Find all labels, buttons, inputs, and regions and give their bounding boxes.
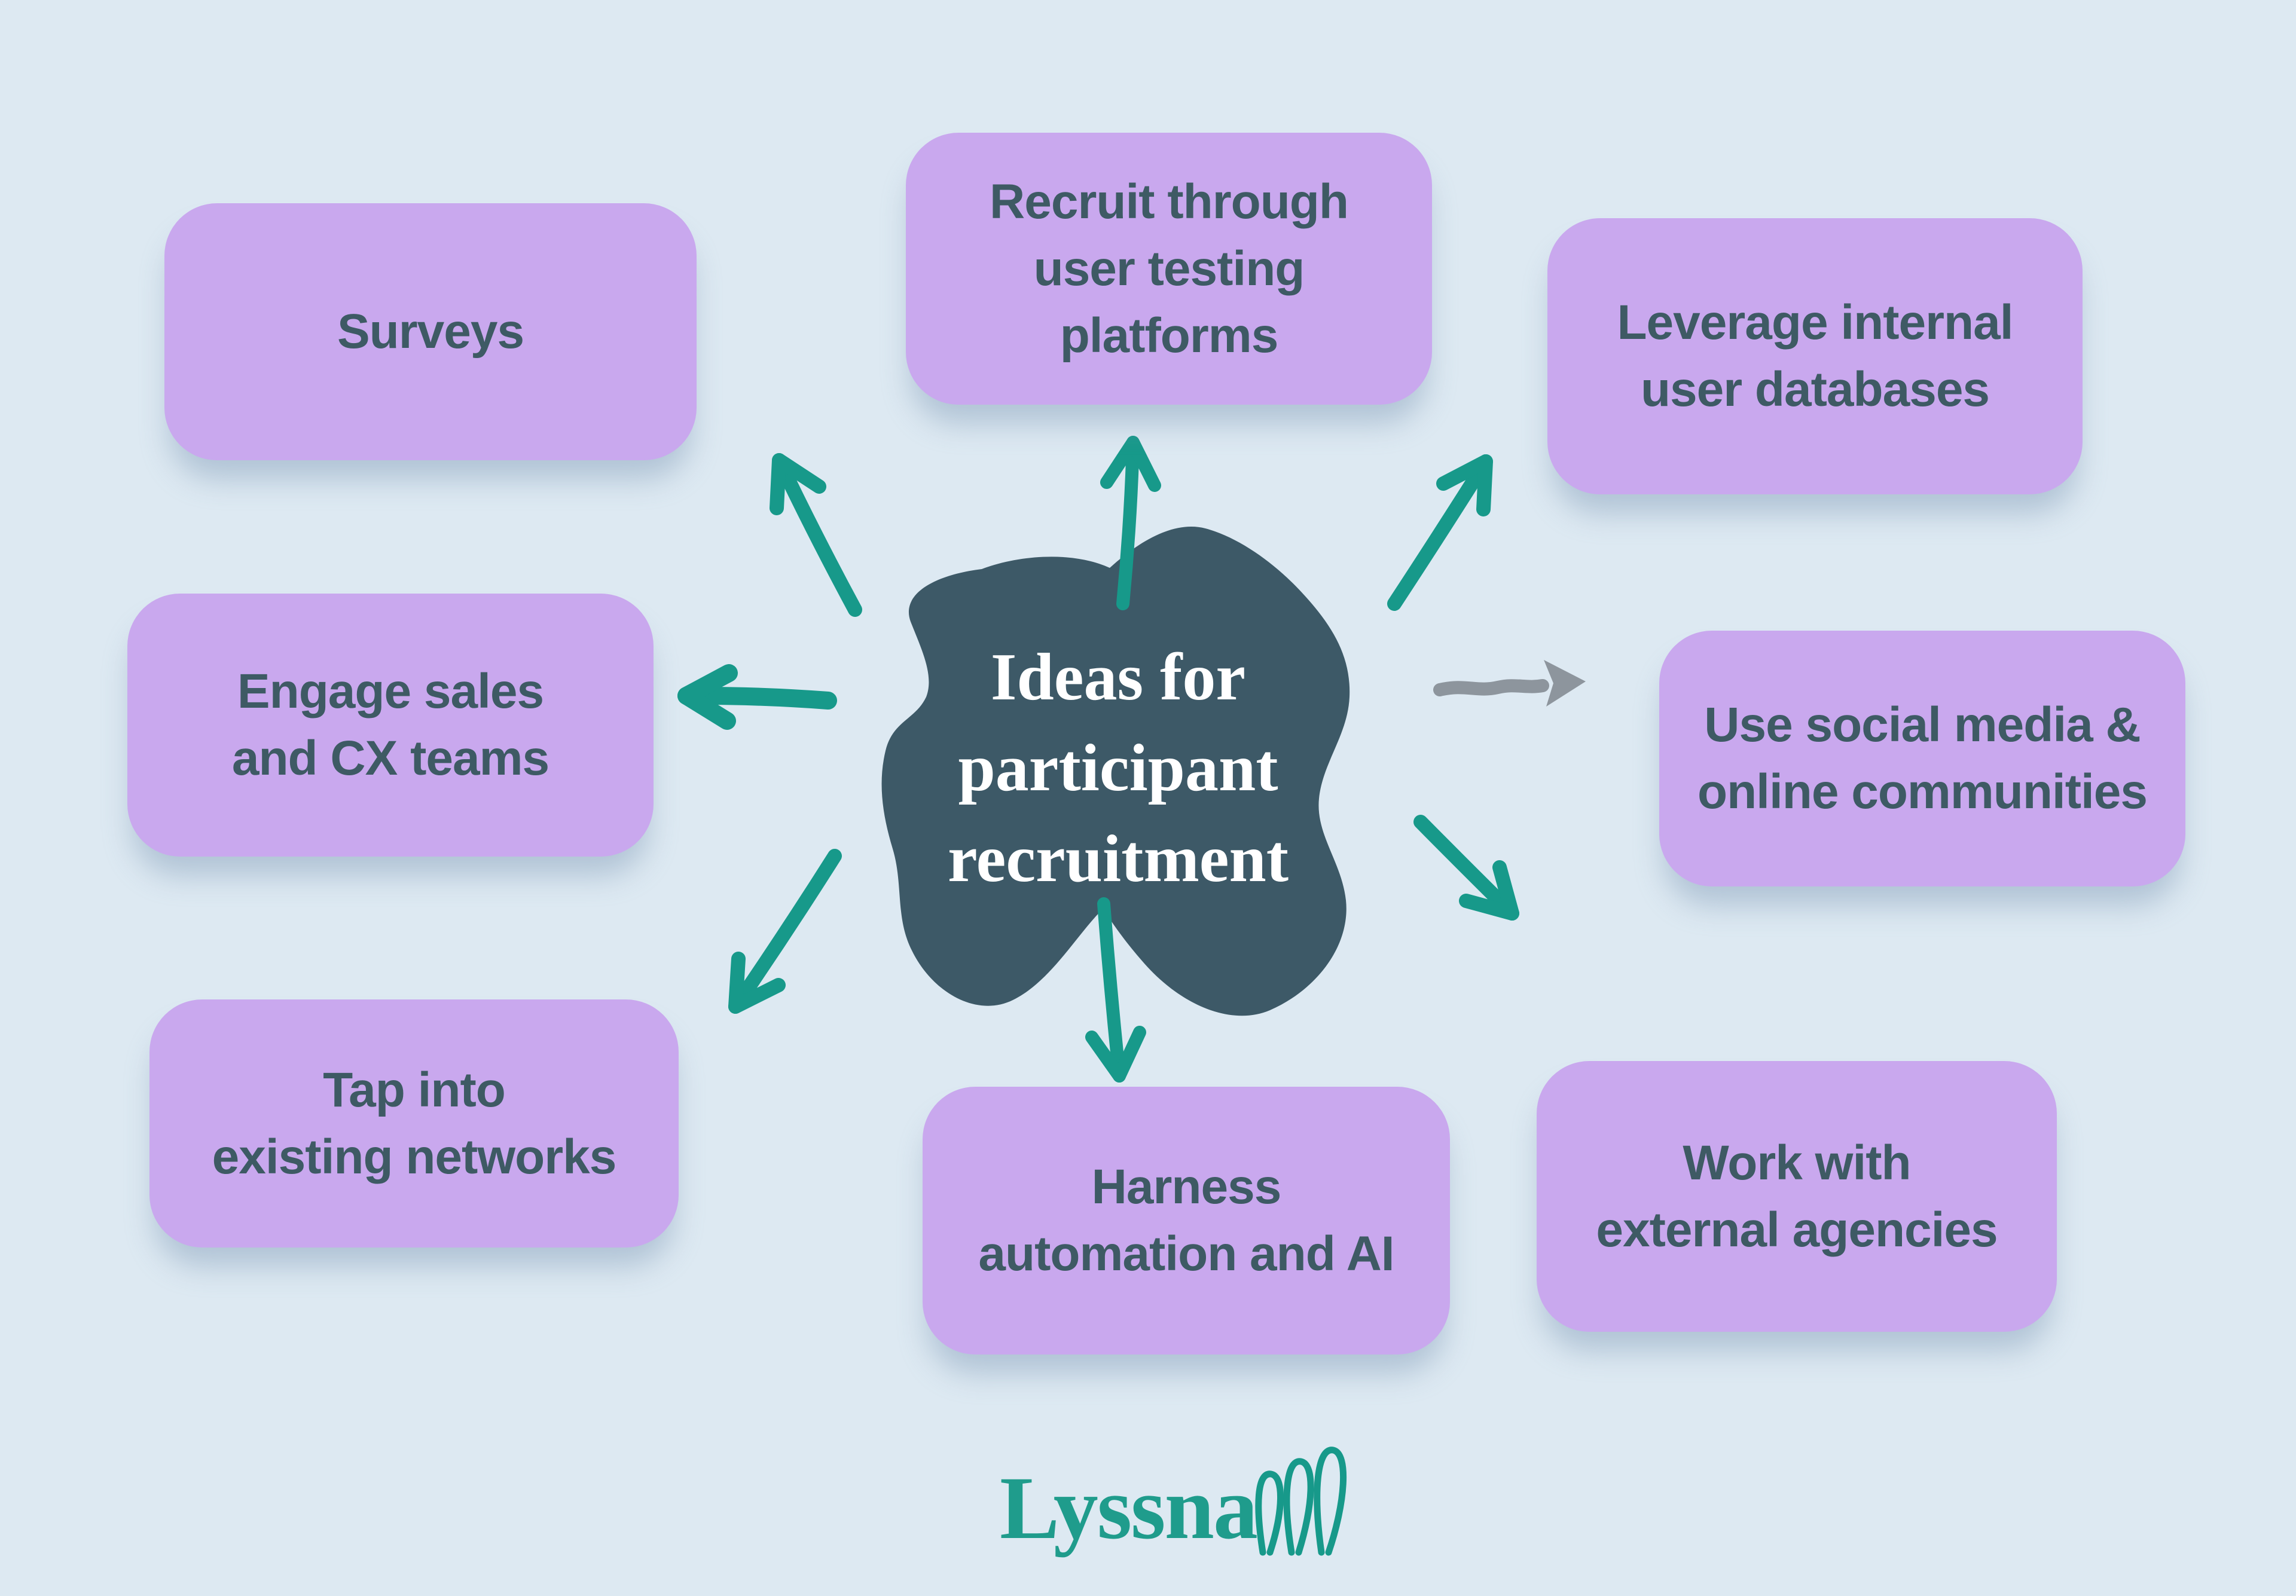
node-work-label: Work with external agencies [1596, 1135, 1998, 1257]
arrow-up-right-icon [1387, 454, 1493, 611]
node-tap-existing-networks: Tap into existing networks [149, 999, 679, 1248]
arrow-up-icon [1100, 436, 1161, 610]
node-recruit-user-testing-platforms: Recruit through user testing platforms [906, 133, 1432, 405]
logo-wordmark: Lyssna [1000, 1459, 1258, 1558]
center-title: Ideas for participant recruitment [947, 640, 1289, 896]
arrow-right-icon [1433, 660, 1586, 707]
node-harness-automation-ai: Harness automation and AI [923, 1087, 1450, 1355]
arrow-left-icon [677, 664, 837, 730]
node-harness-label: Harness automation and AI [978, 1160, 1394, 1281]
node-work-external-agencies: Work with external agencies [1537, 1061, 2057, 1332]
arrow-up-left-icon [770, 453, 862, 617]
node-leverage-label: Leverage internal user databases [1617, 295, 2013, 417]
node-engage-label: Engage sales and CX teams [231, 664, 549, 785]
node-engage-sales-cx-teams: Engage sales and CX teams [127, 594, 654, 857]
node-surveys-label: Surveys [337, 304, 524, 359]
logo-squiggle-icon [1255, 1447, 1347, 1556]
node-recruit-label: Recruit through user testing platforms [990, 174, 1349, 363]
arrow-down-left-icon [728, 849, 842, 1014]
node-surveys: Surveys [164, 203, 697, 460]
node-social-label: Use social media & online communities [1697, 698, 2148, 819]
node-use-social-media-online-communities: Use social media & online communities [1659, 631, 2185, 886]
arrow-down-icon [1085, 897, 1146, 1083]
node-leverage-internal-user-databases: Leverage internal user databases [1547, 218, 2083, 494]
arrow-down-right-icon [1413, 815, 1519, 921]
center-blob-shape [881, 527, 1350, 1016]
node-tap-label: Tap into existing networks [212, 1062, 617, 1184]
